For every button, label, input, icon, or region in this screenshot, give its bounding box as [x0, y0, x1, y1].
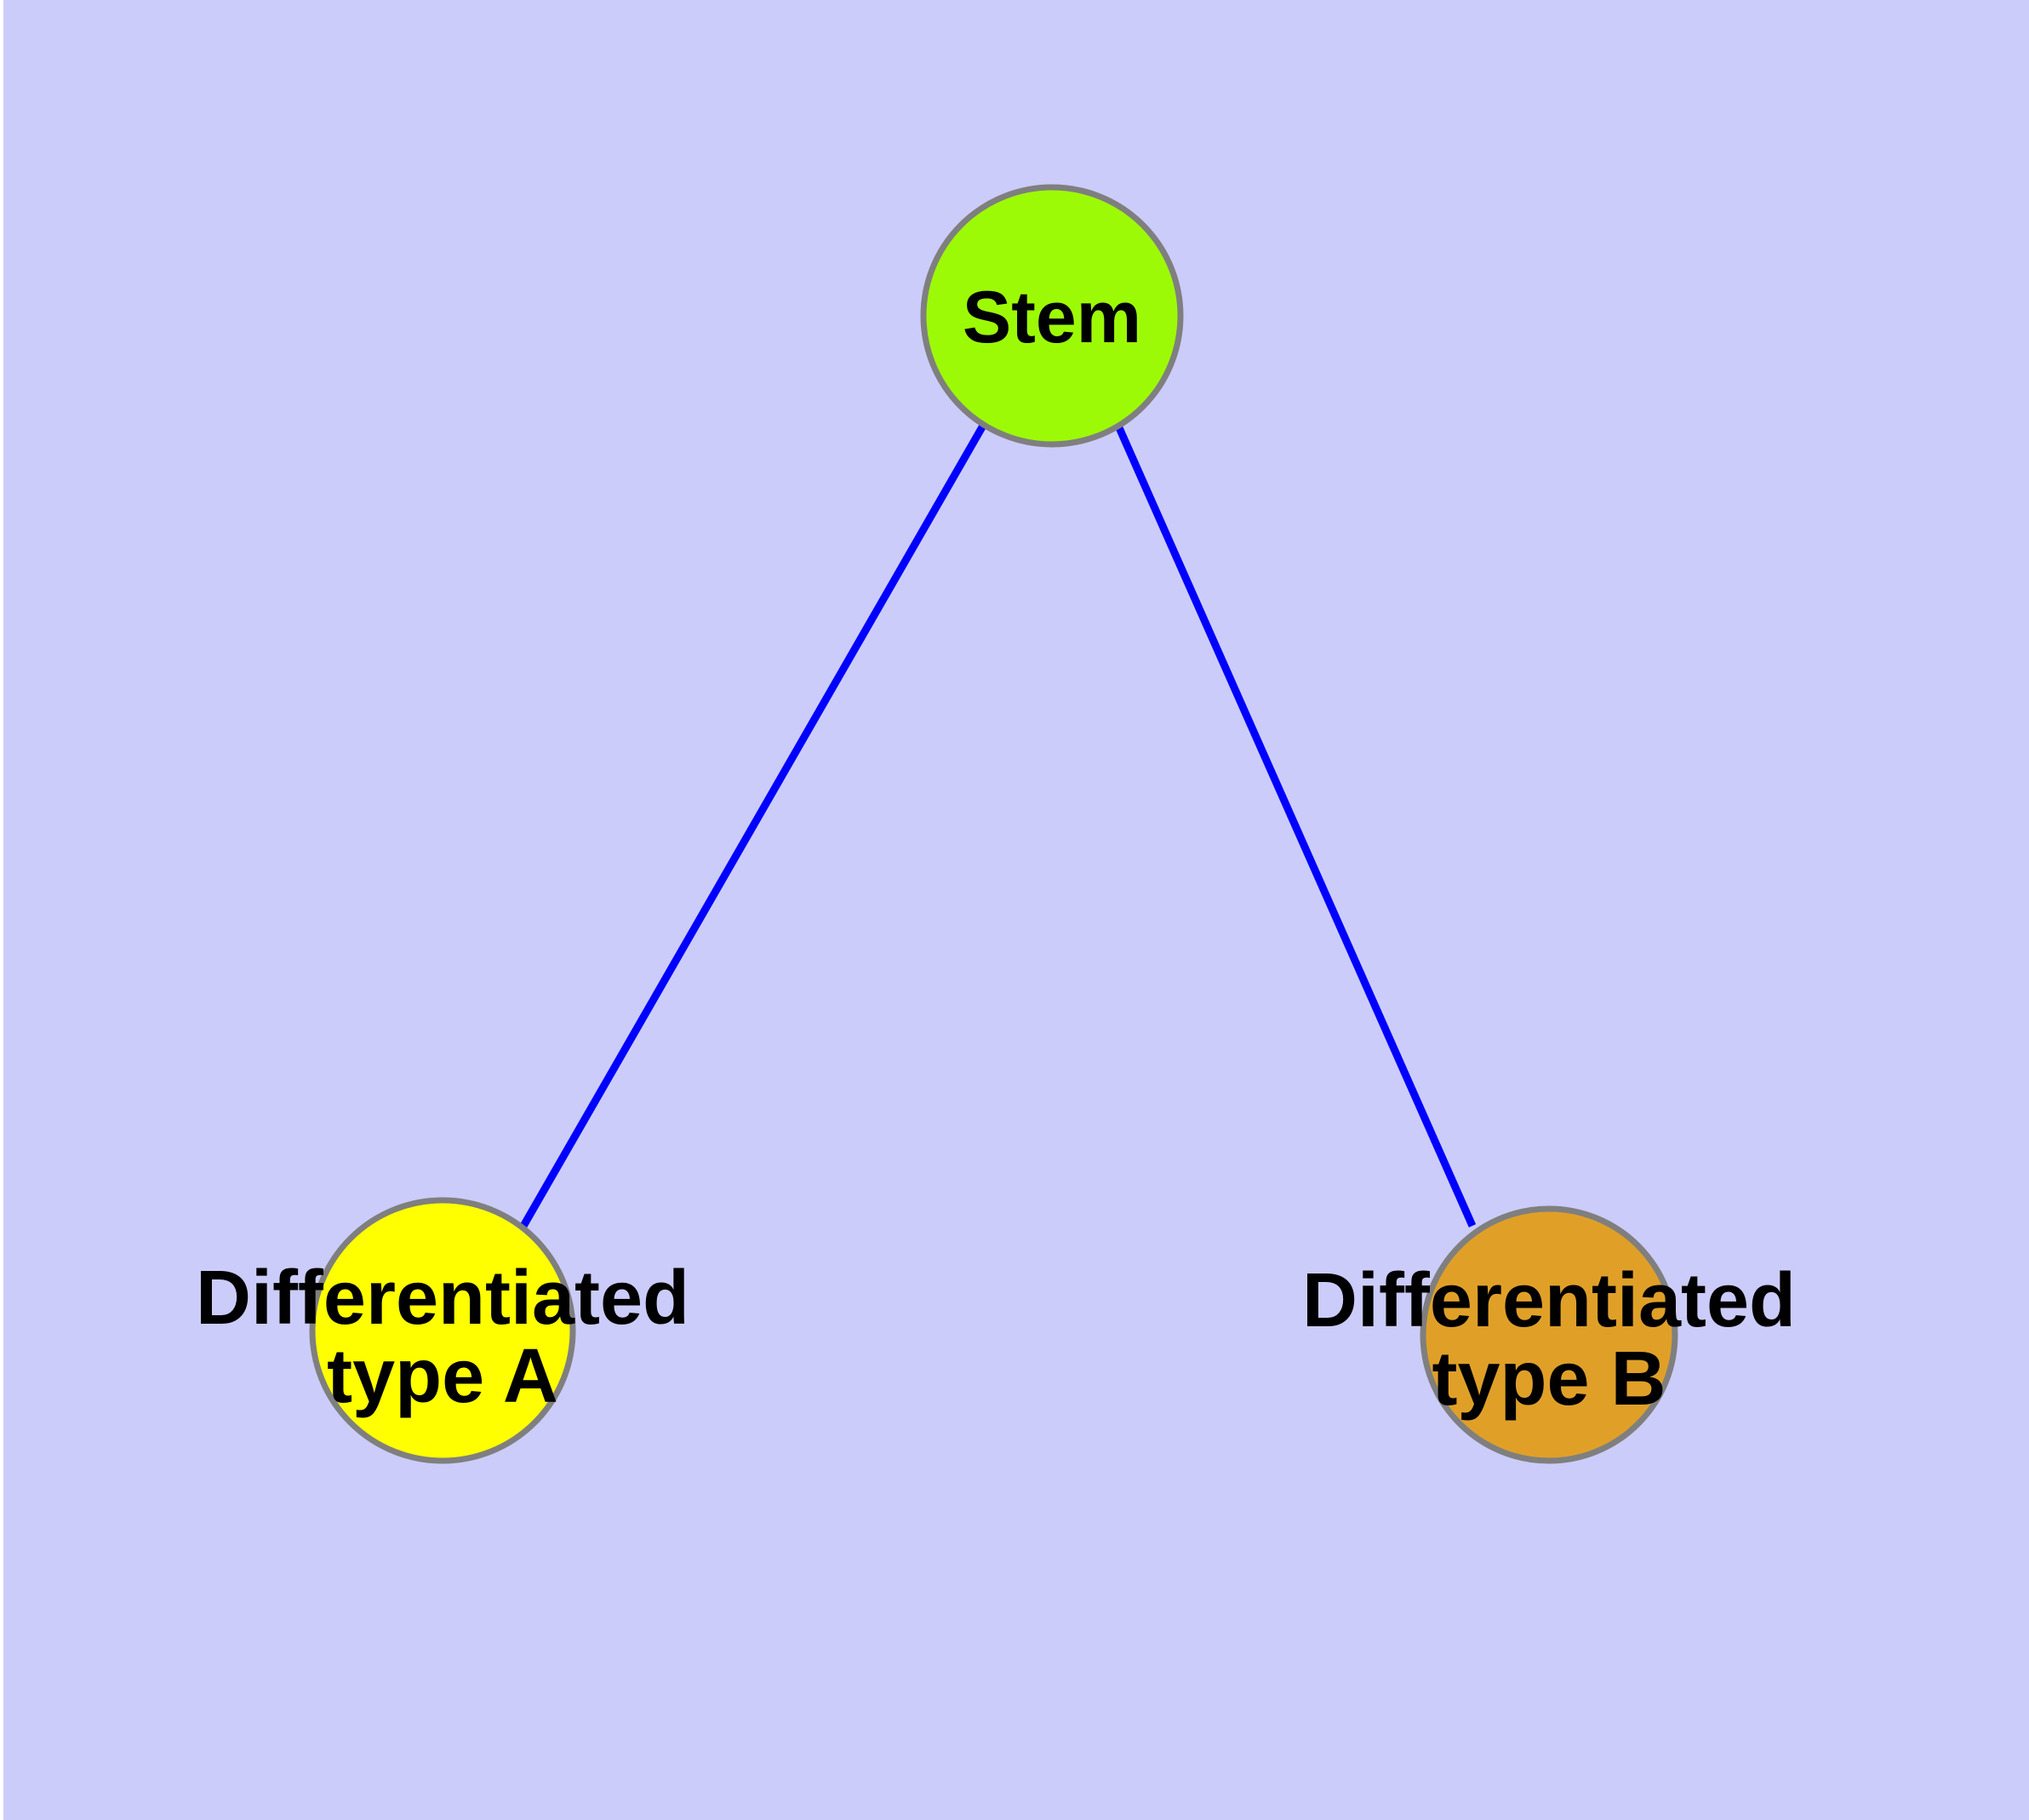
- node-differentiated-type-a[interactable]: [309, 1197, 576, 1464]
- edge-stem-to-differentiated-type-b: [1113, 422, 1477, 1228]
- edge-stem-to-differentiated-type-a: [519, 423, 986, 1230]
- node-stem[interactable]: [920, 184, 1184, 448]
- node-differentiated-type-b[interactable]: [1420, 1205, 1678, 1464]
